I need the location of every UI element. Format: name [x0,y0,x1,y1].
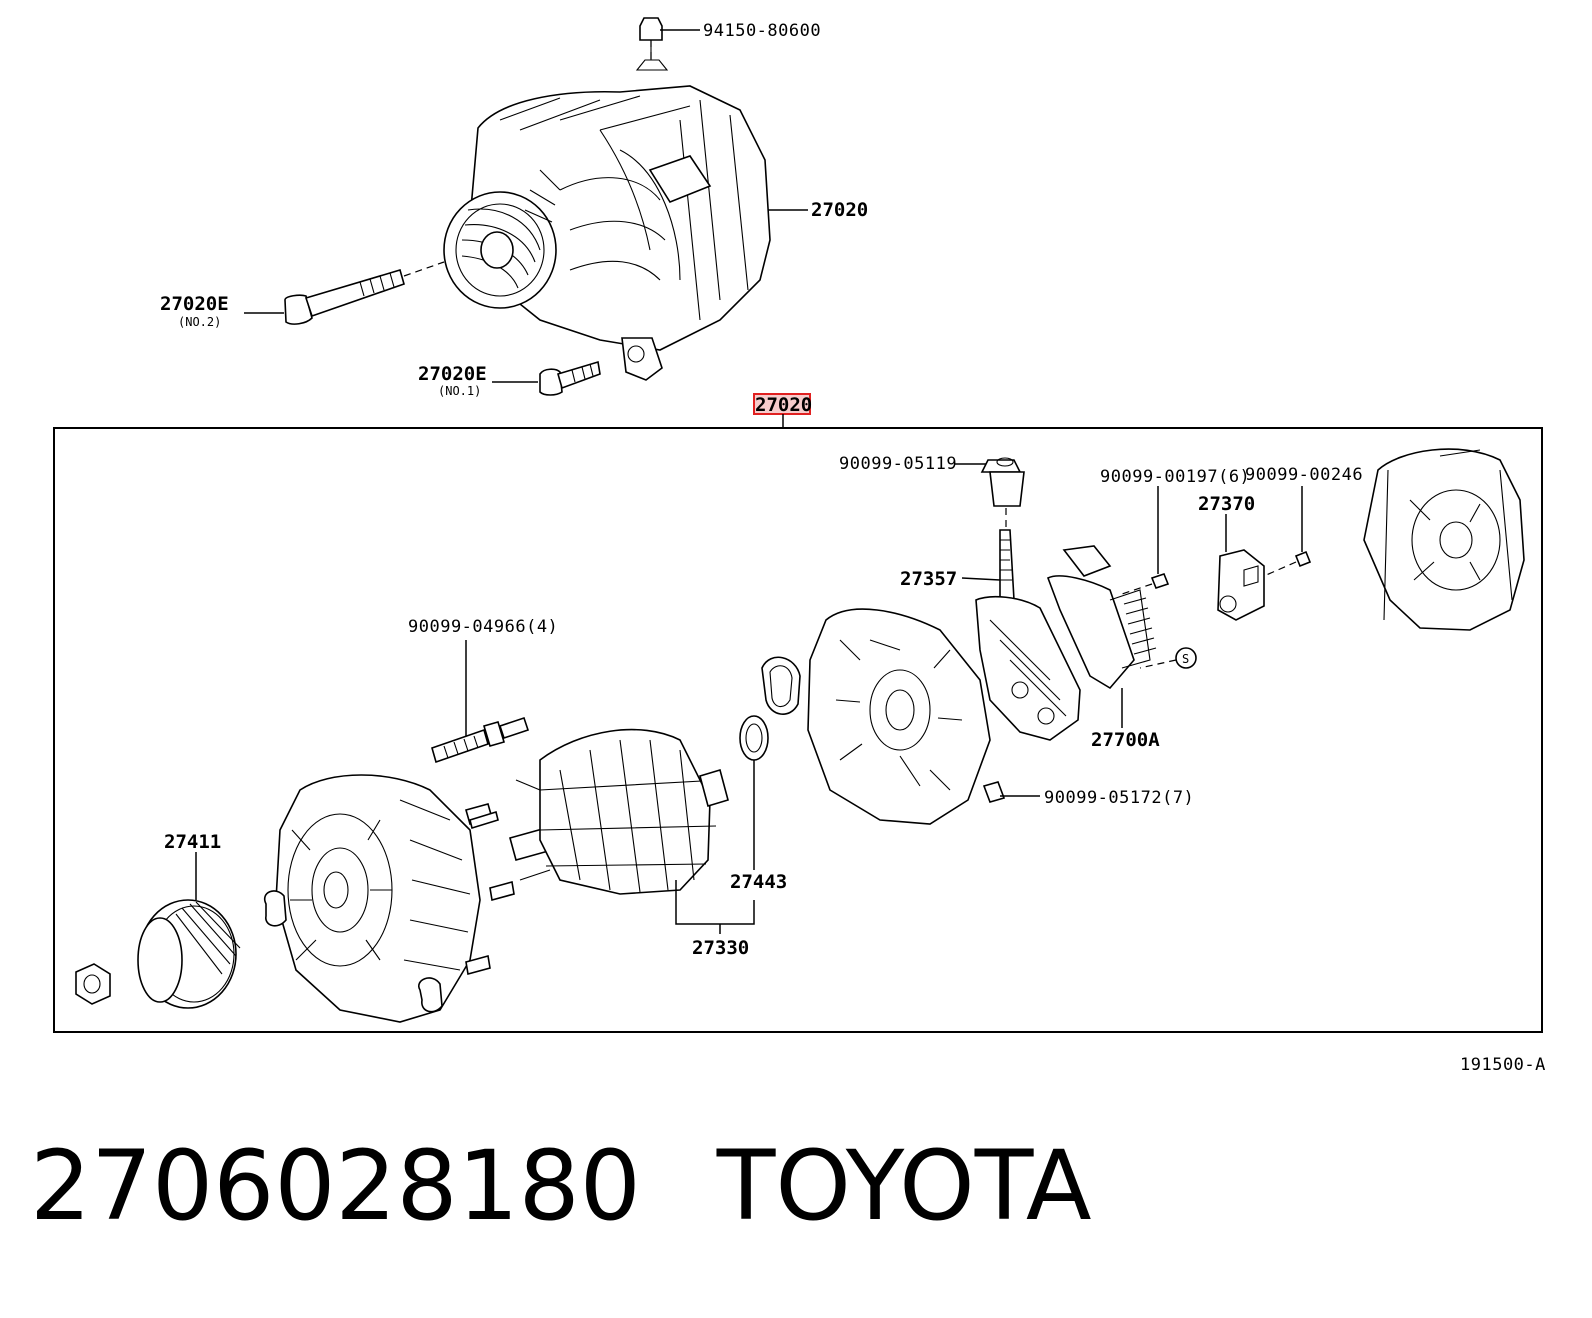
label-90099-05119: 90099-05119 [839,454,957,474]
highlighted-part-27020[interactable]: 27020 [753,393,812,416]
label-27020e-no1: 27020E [418,363,487,385]
screw-90099-00197-drawing [1121,573,1170,595]
figure-code: 191500-A [1460,1055,1546,1075]
rear-cover-drawing [1363,448,1525,631]
label-s-symbol: S [1182,652,1189,666]
label-90099-05172: 90099-05172(7) [1044,788,1194,808]
brand-name: TOYOTA [716,1130,1092,1242]
label-90099-00197: 90099-00197(6) [1100,467,1250,487]
label-27330: 27330 [692,937,749,959]
ring-27443-drawing [739,715,769,761]
label-27357: 27357 [900,568,957,590]
rectifier-end-frame-drawing [807,608,991,825]
part-number: 2706028180 [30,1130,641,1242]
regulator-27700a-drawing [1046,545,1157,690]
label-94150-80600: 94150-80600 [703,21,821,41]
drive-end-frame-drawing [263,774,515,1023]
label-90099-00246: 90099-00246 [1245,465,1363,485]
label-27700a: 27700A [1091,729,1160,751]
label-27370: 27370 [1198,493,1255,515]
label-27020-assembly: 27020 [811,199,868,221]
brush-holder-27370-drawing [1217,549,1312,621]
pulley-nut-drawing [75,963,111,1005]
label-27020e-no1-sub: (NO.1) [438,384,481,398]
label-27020-highlighted: 27020 [755,394,812,416]
bolt-27020e-no1-drawing [539,360,601,396]
label-90099-04966: 90099-04966(4) [408,617,558,637]
exploded-view-frame [53,427,1543,1033]
alternator-assembly-drawing [443,17,771,381]
terminal-insulator-drawing [980,457,1025,507]
bolt-27020e-no2-drawing [284,261,445,325]
standard-part-symbol: S [1139,647,1197,669]
label-27411: 27411 [164,831,221,853]
screw-90099-05172-drawing [982,781,1006,803]
pulley-27411-drawing [137,899,241,1009]
rectifier-27357-drawing [975,529,1081,741]
label-27020e-no2-sub: (NO.2) [178,315,221,329]
stud-bolt-90099-04966-drawing [431,716,530,764]
label-27020e-no2: 27020E [160,293,229,315]
rotor-27330-drawing [509,728,729,895]
label-27443: 27443 [730,871,787,893]
